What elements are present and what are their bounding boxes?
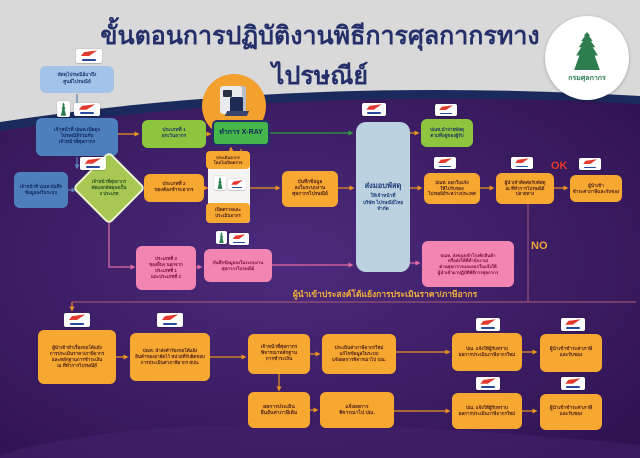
node-pay-receive-2-label: ผู้นำเข้าชำระค่าภาษี และรับของ bbox=[549, 346, 593, 358]
node-warehouse: ปณท. ส่งของเข้าโรงพักสินค้า หรือส่งให้ที… bbox=[422, 241, 514, 287]
node-type2-label: ประเภทที่ 2 ของต้องชำระอากร bbox=[154, 181, 194, 193]
xray-machine-icon bbox=[216, 84, 252, 120]
node-pay-receive-2: ผู้นำเข้าชำระค่าภาษี และรับของ bbox=[540, 334, 602, 372]
node-contact-pickup-label: ผู้นำเข้าติดต่อรับพัสดุ ณ ที่ทำการไปรษณี… bbox=[504, 179, 546, 197]
customs-emblem-icon bbox=[57, 101, 70, 117]
xray-machine-screen bbox=[223, 90, 232, 97]
thailand-post-logo bbox=[561, 377, 585, 390]
node-open-inspect: เปิดตรวจและ ประเมินอากร bbox=[206, 203, 250, 223]
node-reassess-label: ประเมินค่าภาษีอากรใหม่ แก้ไขข้อมูลในระบบ… bbox=[332, 345, 386, 362]
node-confirm-original-label: ผลการประเมิน ยืนยันค่าภาษีเดิม bbox=[260, 403, 298, 417]
node-review-evidence: เจ้าหน้าที่ศุลกากร พิจารณาหลักฐาน การชำร… bbox=[248, 334, 310, 374]
node-type1-label: ประเภทที่ 1 ยกเว้นอากร bbox=[161, 127, 187, 139]
thailand-post-logo bbox=[435, 104, 457, 116]
bottom-light-curve bbox=[0, 424, 640, 458]
node-pay-receive-3: ผู้นำเข้าชำระค่าภาษี และรับของ bbox=[540, 394, 602, 430]
customs-emblem-icon bbox=[214, 176, 226, 190]
node-dispute-request: ผู้นำเข้าทำเรื่องขอโต้แย้ง การประเมินราค… bbox=[38, 330, 116, 384]
node-open-bags-label: เจ้าหน้าที่ ปณท.เปิดถุง ไปรษณีย์ร่วมกับ … bbox=[54, 127, 100, 146]
node-notify-result-label: แจ้งผลการ พิจารณาไป ปณ. bbox=[339, 403, 375, 417]
node-pickup-notice: ปณท. ออกใบแจ้ง ให้ไปรับของ ไปรษณีย์ระหว่… bbox=[424, 173, 480, 204]
node-handover-title: ส่งมอบพัสดุ bbox=[364, 180, 402, 190]
node-pay-receive: ผู้นำเข้า ชำระค่าภาษีและรับของ bbox=[570, 175, 622, 202]
thailand-post-logo bbox=[80, 157, 106, 170]
customs-department-logo: กรมศุลกากร bbox=[545, 16, 629, 100]
node-record-postal-type3: บันทึกข้อมูลลงในระบบงาน ศุลกากรไปรษณีย์ bbox=[204, 249, 272, 282]
node-assess-no-open: ประเมินอากร โดยไม่เปิดตรวจ bbox=[206, 151, 250, 169]
thailand-post-logo bbox=[476, 377, 500, 390]
node-xray: ทำการ X-RAY bbox=[212, 120, 270, 146]
thailand-post-logo bbox=[579, 158, 601, 170]
page-title: ขั้นตอนการปฏิบัติงานพิธีการศุลกากรทางไปร… bbox=[100, 22, 540, 90]
node-notify-result: แจ้งผลการ พิจารณาไป ปณ. bbox=[320, 392, 394, 428]
thailand-post-logo bbox=[228, 179, 246, 190]
thailand-post-logo bbox=[157, 313, 183, 327]
node-type1: ประเภทที่ 1 ยกเว้นอากร bbox=[142, 120, 206, 148]
node-handover-subtitle: ให้เจ้าหน้าที่ บริษัท ไปรษณีย์ไทย จำกัด bbox=[362, 193, 404, 213]
node-notify-new-2-label: ปณ. แจ้งให้ผู้รับทราบ ผลการประเมินภาษีอา… bbox=[458, 405, 516, 416]
node-notify-new-2: ปณ. แจ้งให้ผู้รับทราบ ผลการประเมินภาษีอา… bbox=[452, 393, 522, 429]
node-type3-label: ประเภทที่ 3 ของอื่นๆ นอกจาก ประเภทที่ 1 … bbox=[149, 256, 183, 279]
node-review-evidence-label: เจ้าหน้าที่ศุลกากร พิจารณาหลักฐาน การชำร… bbox=[260, 344, 298, 363]
node-contact-pickup: ผู้นำเข้าติดต่อรับพัสดุ ณ ที่ทำการไปรษณี… bbox=[496, 173, 554, 204]
node-type3: ประเภทที่ 3 ของอื่นๆ นอกจาก ประเภทที่ 1 … bbox=[136, 246, 196, 290]
thailand-post-logo bbox=[561, 318, 585, 331]
node-deliver-label: ปณท.นำจ่ายพัสดุ ตามที่อยู่ของผู้รับ bbox=[430, 127, 464, 138]
dispute-caption: ผู้นำเข้าประสงค์โต้แย้งการประเมินราคา/ภา… bbox=[292, 289, 478, 299]
no-label: NO bbox=[531, 240, 548, 252]
node-dispute-forward-label: ปณท. นำส่งคำร้องขอโต้แย้ง สินค้าของอายัด… bbox=[135, 348, 205, 365]
node-dispute-forward: ปณท. นำส่งคำร้องขอโต้แย้ง สินค้าของอายัด… bbox=[130, 333, 210, 381]
connector-sort-type3 bbox=[108, 217, 136, 270]
node-open-inspect-label: เปิดตรวจและ ประเมินอากร bbox=[215, 207, 241, 218]
customs-emblem-icon bbox=[216, 231, 227, 244]
thailand-post-logo bbox=[64, 313, 90, 327]
node-dispute-request-label: ผู้นำเข้าทำเรื่องขอโต้แย้ง การประเมินราค… bbox=[49, 345, 105, 368]
node-assess-no-open-label: ประเมินอากร โดยไม่เปิดตรวจ bbox=[213, 154, 243, 165]
thailand-post-logo bbox=[74, 103, 100, 116]
node-open-bags: เจ้าหน้าที่ ปณท.เปิดถุง ไปรษณีย์ร่วมกับ … bbox=[36, 118, 118, 156]
node-warehouse-label: ปณท. ส่งของเข้าโรงพักสินค้า หรือส่งให้ที… bbox=[437, 252, 499, 275]
node-record-system: เจ้าหน้าที่ ปณท.บันทึก ข้อมูลลงในระบบ bbox=[14, 172, 68, 208]
thailand-post-logo bbox=[76, 49, 102, 63]
node-record-system-label: เจ้าหน้าที่ ปณท.บันทึก ข้อมูลลงในระบบ bbox=[19, 184, 63, 195]
node-xray-label: ทำการ X-RAY bbox=[219, 129, 263, 137]
node-sort-decision-label: เจ้าหน้าที่ศุลกากร คัดแยกพัสดุลงเป็น 3 ป… bbox=[91, 178, 127, 197]
node-pay-receive-label: ผู้นำเข้า ชำระค่าภาษีและรับของ bbox=[572, 182, 620, 194]
thailand-post-logo bbox=[511, 157, 533, 169]
node-record-postal-type2: บันทึกข้อมูล ลงในระบบงาน ศุลกากรไปรษณีย์ bbox=[282, 171, 338, 207]
thailand-post-logo bbox=[434, 157, 456, 169]
node-type2: ประเภทที่ 2 ของต้องชำระอากร bbox=[144, 174, 204, 202]
node-notify-new-1-label: ปณ. แจ้งให้ผู้รับทราบ ผลการประเมินภาษีอา… bbox=[458, 346, 516, 357]
ok-label: OK bbox=[551, 160, 568, 172]
node-pickup-notice-label: ปณท. ออกใบแจ้ง ให้ไปรับของ ไปรษณีย์ระหว่… bbox=[428, 179, 476, 197]
node-parcel-arrive-label: พัสดุไปรษณีย์มาถึง ศูนย์ไปรษณีย์ bbox=[57, 73, 97, 85]
node-reassess: ประเมินค่าภาษีอากรใหม่ แก้ไขข้อมูลในระบบ… bbox=[322, 334, 396, 374]
pagoda-emblem-icon bbox=[574, 32, 600, 70]
xray-machine-tunnel bbox=[230, 97, 243, 112]
node-sort-decision: เจ้าหน้าที่ศุลกากร คัดแยกพัสดุลงเป็น 3 ป… bbox=[72, 151, 146, 225]
node-deliver: ปณท.นำจ่ายพัสดุ ตามที่อยู่ของผู้รับ bbox=[421, 119, 473, 147]
node-handover: ส่งมอบพัสดุ ให้เจ้าหน้าที่ บริษัท ไปรษณี… bbox=[356, 122, 410, 272]
node-notify-new-1: ปณ. แจ้งให้ผู้รับทราบ ผลการประเมินภาษีอา… bbox=[452, 333, 522, 371]
node-confirm-original: ผลการประเมิน ยืนยันค่าภาษีเดิม bbox=[248, 392, 310, 428]
node-record-postal-type3-label: บันทึกข้อมูลลงในระบบงาน ศุลกากรไปรษณีย์ bbox=[212, 259, 264, 271]
node-parcel-arrive: พัสดุไปรษณีย์มาถึง ศูนย์ไปรษณีย์ bbox=[40, 66, 114, 93]
thailand-post-logo bbox=[476, 318, 500, 331]
customs-department-label: กรมศุลกากร bbox=[568, 75, 606, 82]
xray-machine-belt bbox=[224, 111, 250, 116]
thailand-post-logo bbox=[229, 233, 249, 245]
node-record-postal-type2-label: บันทึกข้อมูล ลงในระบบงาน ศุลกากรไปรษณีย์ bbox=[292, 179, 328, 198]
node-pay-receive-3-label: ผู้นำเข้าชำระค่าภาษี และรับของ bbox=[549, 405, 593, 417]
thailand-post-logo bbox=[362, 103, 386, 116]
